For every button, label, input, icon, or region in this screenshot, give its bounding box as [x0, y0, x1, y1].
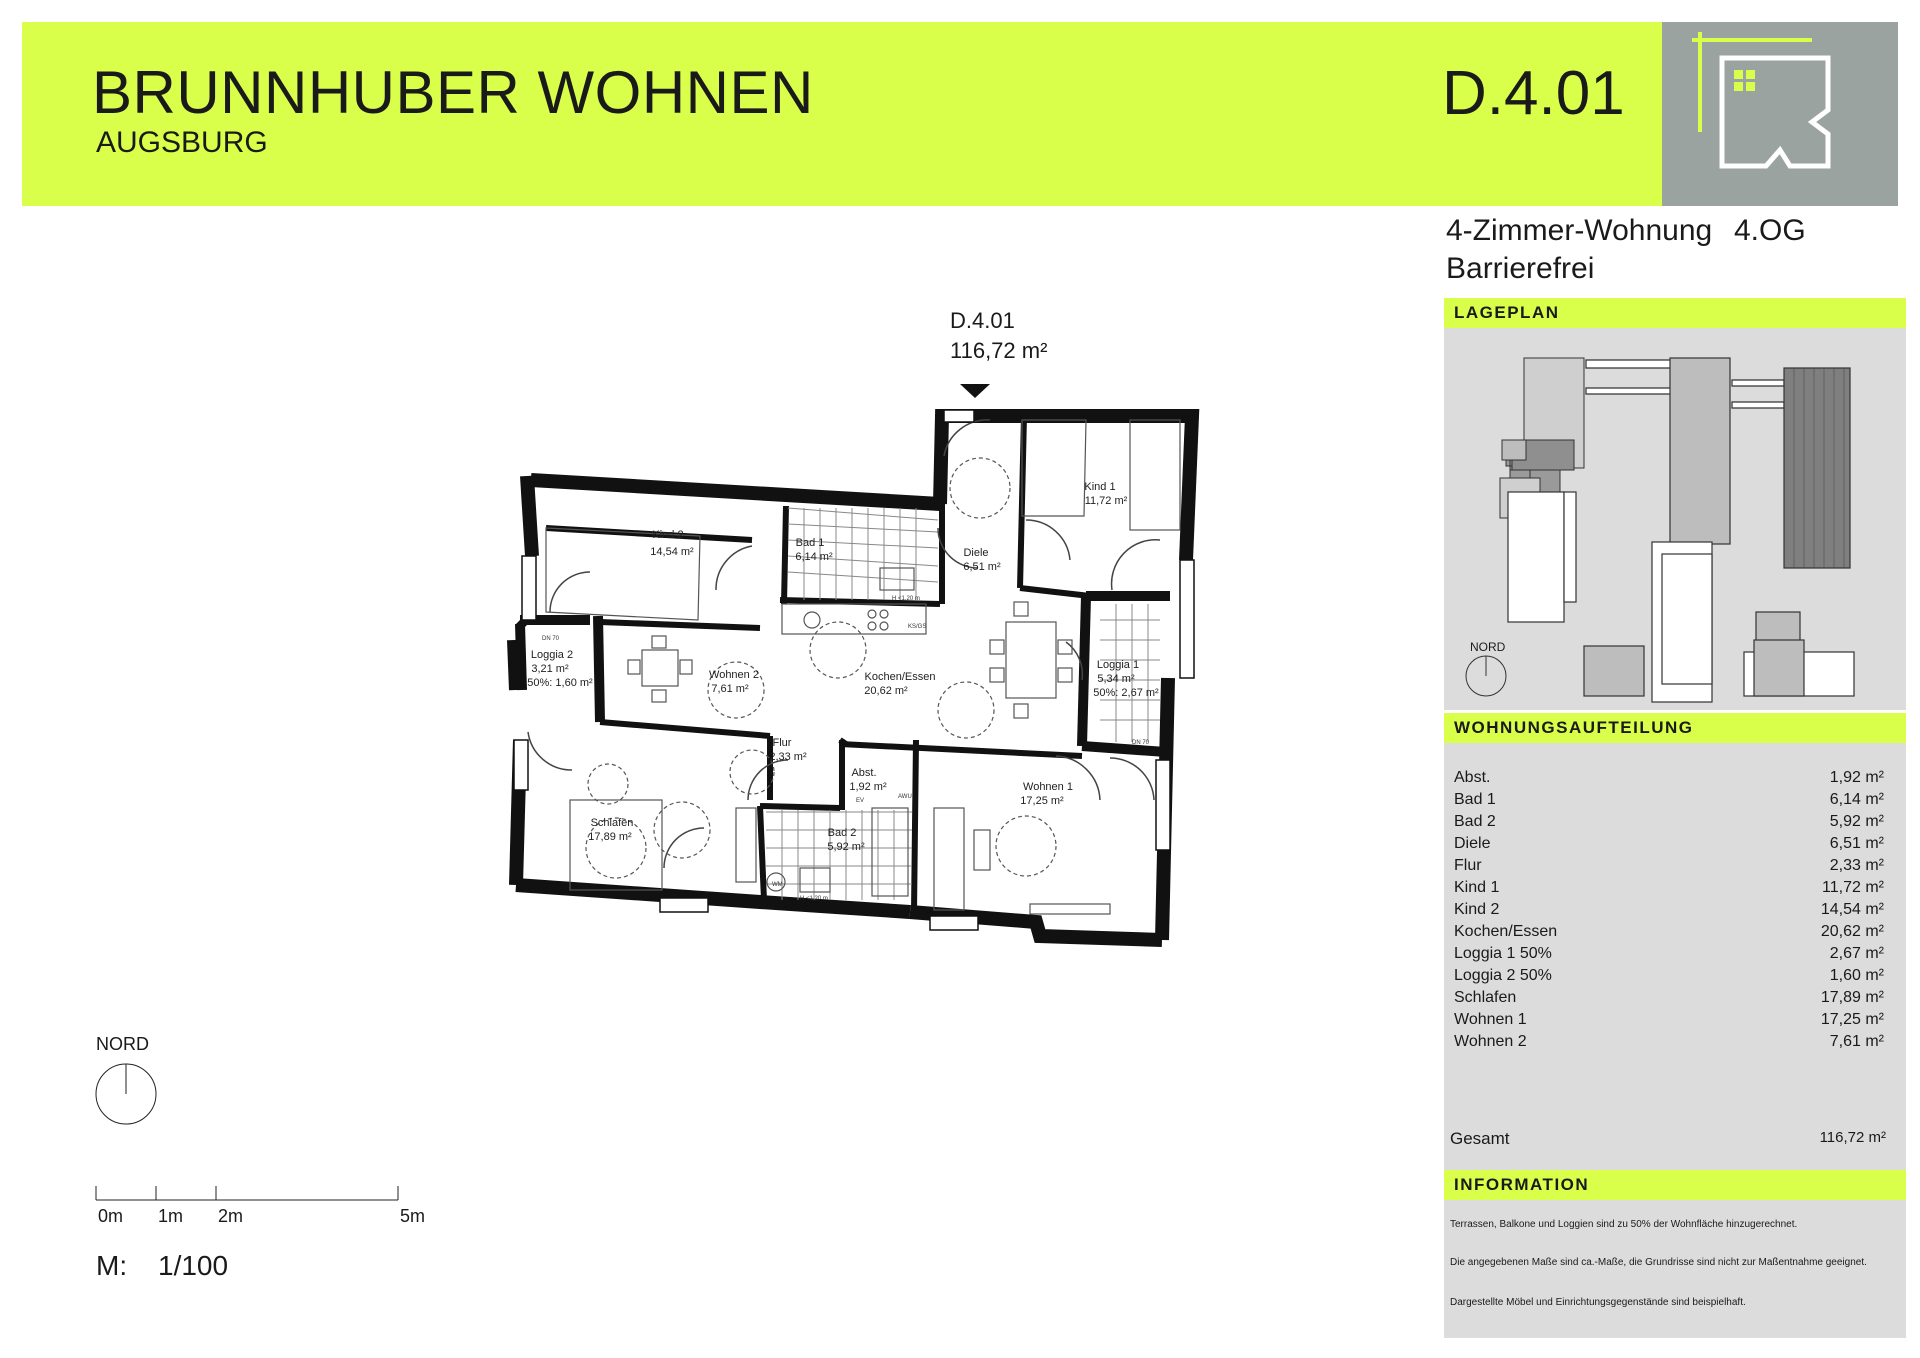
total-label: Gesamt: [1450, 1129, 1510, 1148]
room-row: Abst.1,92 m²: [1454, 769, 1884, 786]
north-label: NORD: [96, 1034, 149, 1054]
height-note-bad1: H <1,20 m: [892, 596, 920, 602]
information-panel: Terrassen, Balkone und Loggien sind zu 5…: [1444, 1200, 1906, 1338]
room-label-wohnen1: Wohnen 1: [1023, 781, 1073, 793]
brand-city: AUGSBURG: [96, 126, 268, 159]
room-label-loggia2: Loggia 2: [531, 649, 573, 661]
room-label-kind2: Kind 2: [652, 529, 683, 541]
scale-value: 1/100: [158, 1250, 229, 1281]
unit-code: D.4.01: [1442, 59, 1625, 128]
room-area-abst: 1,92 m²: [849, 781, 887, 793]
room-label-diele: Diele: [963, 547, 988, 559]
information-heading: INFORMATION: [1444, 1170, 1906, 1200]
furniture: [545, 419, 1181, 915]
room-label-kochen: Kochen/Essen: [865, 671, 936, 683]
room-label-flur: Flur: [773, 737, 792, 749]
site-north-arrow-icon: [1465, 655, 1507, 697]
label-dn70-b: DN 70: [1132, 740, 1150, 746]
lageplan-heading: LAGEPLAN: [1444, 298, 1906, 328]
height-note-bad2: H <1,20 m: [800, 896, 828, 902]
room-area-kind1: 11,72 m²: [1085, 495, 1128, 507]
room-extra-loggia1: 50%: 2,67 m²: [1093, 687, 1159, 699]
room-label-loggia1: Loggia 1: [1097, 659, 1139, 671]
scale-tick-0: 0m: [98, 1206, 124, 1226]
label-awu: AWU: [898, 794, 912, 800]
info-line-1: Terrassen, Balkone und Loggien sind zu 5…: [1450, 1219, 1798, 1230]
room-row: Loggia 1 50%2,67 m²: [1454, 945, 1884, 962]
room-label-bad2: Bad 2: [828, 827, 857, 839]
header-band: [22, 22, 1662, 206]
room-label-bad1: Bad 1: [796, 537, 825, 549]
room-area-loggia2: 3,21 m²: [531, 663, 569, 675]
room-area-loggia1: 5,34 m²: [1097, 673, 1135, 685]
scale-m-label: M:: [96, 1250, 128, 1281]
label-ev: EV: [856, 798, 864, 804]
apartment-type: 4-Zimmer-Wohnung: [1446, 214, 1713, 247]
aufteilung-heading: WOHNUNGSAUFTEILUNG: [1444, 713, 1906, 743]
north-arrow-icon: [95, 1063, 157, 1125]
room-area-flur: 2,33 m²: [769, 751, 807, 763]
brunnhuber-logo-icon: [1692, 32, 1831, 169]
plan-unit-label: D.4.01: [950, 308, 1015, 333]
room-label-abst: Abst.: [851, 767, 876, 779]
room-label-wohnen2: Wohnen 2: [709, 669, 759, 681]
logo-box: [1662, 22, 1898, 206]
room-extra-loggia2: 50%: 1,60 m²: [527, 677, 593, 689]
brand-title: BRUNNHUBER WOHNEN: [92, 59, 814, 126]
room-label-schlafen: Schlafen: [591, 817, 634, 829]
total-area: 116,72 m²: [1819, 1129, 1886, 1146]
entrance-arrow-icon: [960, 384, 990, 398]
info-line-2: Die angegebenen Maße sind ca.-Maße, die …: [1450, 1257, 1867, 1268]
room-row: Loggia 2 50%1,60 m²: [1454, 967, 1884, 984]
apartment-floor: 4.OG: [1734, 214, 1806, 247]
site-plan: [1465, 357, 1855, 703]
apartment-accessibility: Barrierefrei: [1446, 252, 1595, 285]
info-line-3: Dargestellte Möbel und Einrichtungsgegen…: [1450, 1297, 1746, 1308]
site-north-label: NORD: [1470, 640, 1506, 654]
lageplan-panel: NORD: [1444, 328, 1906, 710]
room-area-schlafen: 17,89 m²: [588, 831, 632, 843]
room-area-wohnen2: 7,61 m²: [711, 683, 749, 695]
scale-bar: [95, 1186, 399, 1201]
room-area-bad1: 6,14 m²: [795, 551, 833, 563]
label-wm: WM: [772, 882, 783, 888]
room-label-kind1: Kind 1: [1084, 481, 1115, 493]
scale-tick-5: 5m: [400, 1206, 426, 1226]
room-area-kochen: 20,62 m²: [864, 685, 908, 697]
scale-tick-1: 1m: [158, 1206, 184, 1226]
total-row: Gesamt 116,72 m²: [1450, 1129, 1886, 1149]
room-area-bad2: 5,92 m²: [827, 841, 865, 853]
room-area-wohnen1: 17,25 m²: [1020, 795, 1064, 807]
scale-tick-2: 2m: [218, 1206, 244, 1226]
room-area-diele: 6,51 m²: [963, 561, 1001, 573]
label-ksgs: KS/GS: [908, 624, 926, 630]
label-dn70-a: DN 70: [542, 636, 560, 642]
plan-unit-area: 116,72 m²: [950, 338, 1048, 363]
room-area-kind2: 14,54 m²: [650, 546, 694, 558]
